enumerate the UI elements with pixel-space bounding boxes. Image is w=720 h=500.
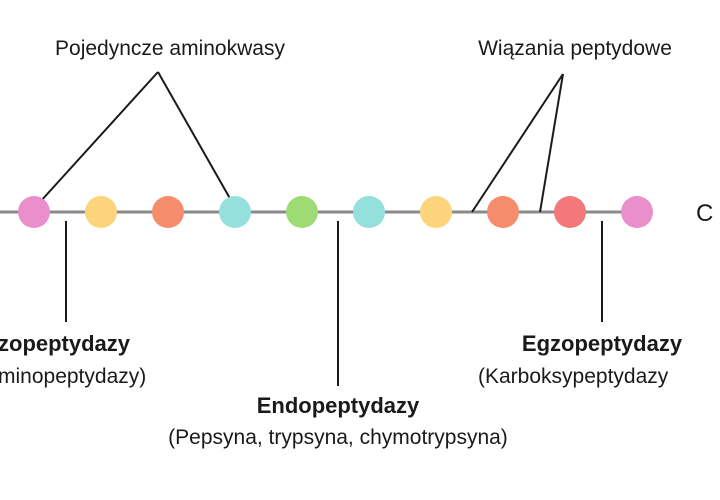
- endopeptidase-examples: (Pepsyna, trypsyna, chymotrypsyna): [168, 426, 508, 449]
- amino-acid-4: [219, 196, 251, 228]
- amino-acid-group: [18, 196, 653, 228]
- amino-acid-6: [353, 196, 385, 228]
- callout-line-peptide-bond-1: [471, 73, 564, 213]
- amino-acid-7: [420, 196, 452, 228]
- amino-acid-9: [554, 196, 586, 228]
- amino-acid-2: [85, 196, 117, 228]
- c-terminus-label: C: [696, 200, 713, 227]
- amino-acid-3: [152, 196, 184, 228]
- callout-line-fourth-amino-acid: [157, 71, 233, 203]
- peptide-bonds-label: Wiązania peptydowe: [478, 37, 672, 60]
- endopeptidase-title: Endopeptydazy: [257, 393, 420, 418]
- amino-acid-1: [18, 196, 50, 228]
- callout-line-peptide-bond-2: [539, 73, 564, 213]
- egzopeptidase-right-title: Egzopeptydazy: [522, 331, 683, 356]
- amino-acid-10: [621, 196, 653, 228]
- amino-acid-8: [487, 196, 519, 228]
- callout-line-first-amino-acid: [39, 71, 159, 203]
- amino-acid-5: [286, 196, 318, 228]
- egzopeptidase-left-title: zopeptydazy: [0, 331, 131, 356]
- aminopeptidase-subtitle: minopeptydazy): [0, 365, 146, 388]
- single-amino-acids-label: Pojedyncze aminokwasy: [55, 37, 285, 60]
- carboxypeptidase-subtitle: (Karboksypeptydazy: [478, 365, 669, 388]
